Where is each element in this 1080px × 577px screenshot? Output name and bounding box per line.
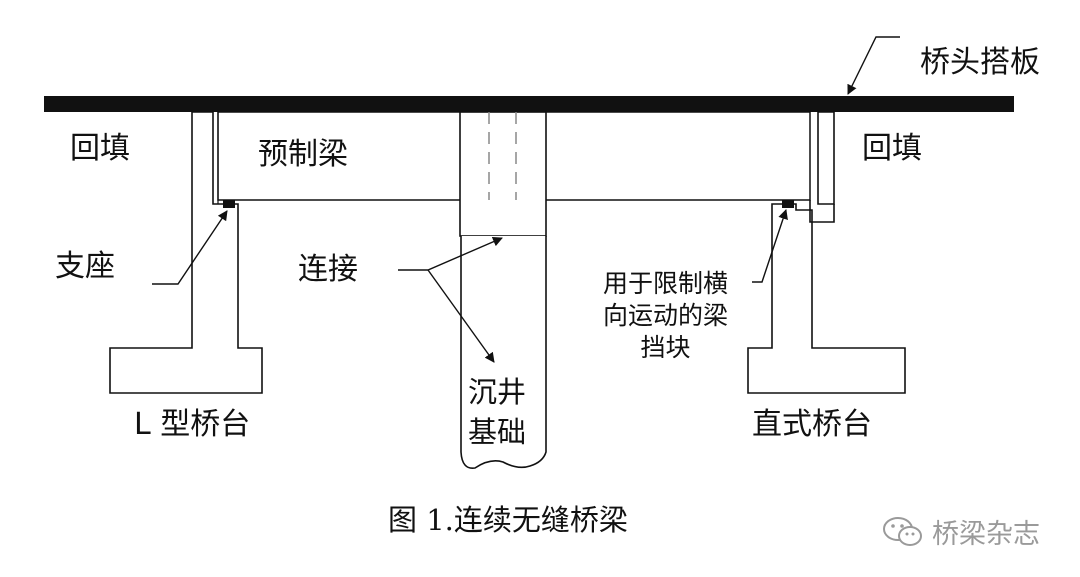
- l-abutment-label: L 型桥台: [134, 407, 251, 442]
- connection-leader-bottom: [427, 269, 495, 363]
- bearing-left: [223, 200, 235, 208]
- caisson-label: 沉井基础: [468, 375, 527, 449]
- l-abutment-left: [109, 111, 263, 394]
- caisson: [460, 236, 547, 469]
- bearing-right: [782, 200, 794, 208]
- bearing-label: 支座: [55, 249, 115, 284]
- wechat-icon: [883, 516, 922, 546]
- precast-beam-label: 预制梁: [258, 137, 348, 172]
- backfill-left-label: 回填: [70, 131, 130, 166]
- approach-slab: [44, 96, 1014, 112]
- backfill-right-label: 回填: [862, 131, 922, 166]
- watermark: 桥梁杂志: [882, 512, 1040, 551]
- central-pier: [459, 111, 547, 237]
- straight-abutment-label: 直式桥台: [752, 407, 872, 442]
- bearing-leader: [152, 210, 228, 285]
- beam-block-right: [809, 200, 835, 223]
- transverse-block-label: 用于限制横向运动的梁挡块: [602, 269, 728, 362]
- approach-slab-label: 桥头搭板: [920, 45, 1040, 80]
- watermark-text: 桥梁杂志: [932, 519, 1040, 550]
- straight-abutment-body: [747, 203, 906, 394]
- connection-label: 连接: [298, 252, 358, 287]
- block-leader: [752, 209, 788, 283]
- approach-slab-leader: [847, 36, 900, 95]
- straight-abutment-right: [817, 111, 835, 205]
- figure-caption: 图 1.连续无缝桥梁: [388, 503, 628, 537]
